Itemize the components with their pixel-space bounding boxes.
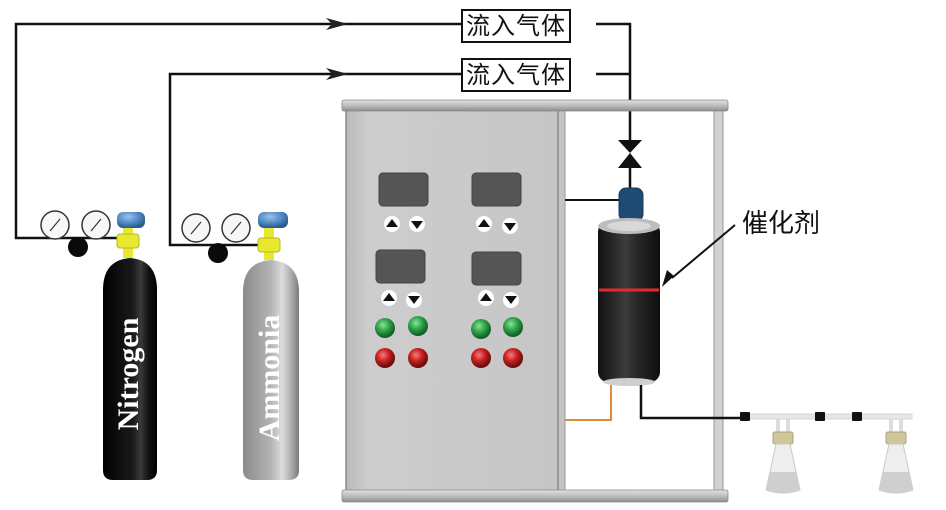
heater-wire [565,385,612,421]
ammonia-cylinder-label: Ammonia [253,314,286,442]
valve-handwheel-icon[interactable] [258,212,288,228]
equipment-cabinet [341,99,729,503]
regulator-fitting [257,237,281,253]
controller-left-bottom [375,249,426,308]
digital-display [471,251,522,286]
pressure-gauge-icon [81,210,111,240]
digital-display [375,249,426,284]
flow-arrow-icon [326,68,348,80]
down-arrow-button-icon[interactable] [504,223,516,231]
down-arrow-button-icon[interactable] [411,221,423,229]
catalyst-pointer-line [671,224,736,279]
up-arrow-button-icon[interactable] [478,219,490,227]
red-indicator-light[interactable] [503,348,523,368]
ammonia-cylinder [181,212,299,480]
digital-display [378,172,429,207]
tube-connector [852,412,862,421]
catalyst-reactor-tube [598,218,660,386]
pressure-gauge-icon [181,213,211,243]
digital-display [471,172,522,207]
absorption-flask [878,418,914,494]
down-arrow-button-icon[interactable] [408,296,420,304]
nitrogen-cylinder [40,210,157,480]
reactor-inlet-cap [618,187,644,222]
inflow-gas-label: 流入气体 [461,9,571,43]
valve-handwheel-icon[interactable] [117,212,145,228]
gas-wash-train [740,412,914,494]
tube-connector [815,412,825,421]
catalyst-label: 催化剂 [742,209,821,239]
catalyst-pointer-arrow-icon [662,270,674,287]
up-arrow-button-icon[interactable] [386,219,398,227]
nitrogen-cylinder-label: Nitrogen [112,317,145,431]
regulator-valve[interactable] [68,237,88,257]
controller-right-bottom [471,251,522,308]
indicator-lights [375,316,523,368]
inflow-gas-label: 流入气体 [461,58,571,92]
down-arrow-button-icon[interactable] [505,296,517,304]
green-indicator-light[interactable] [503,317,523,337]
up-arrow-button-icon[interactable] [383,293,395,301]
green-indicator-light[interactable] [375,318,395,338]
tube-connector [740,412,750,421]
flow-arrow-icon [326,18,348,30]
green-indicator-light[interactable] [471,319,491,339]
up-arrow-button-icon[interactable] [480,293,492,301]
pressure-gauge-icon [40,210,70,240]
pressure-gauge-icon [221,213,251,243]
controller-left-top [378,172,429,232]
red-indicator-light[interactable] [408,348,428,368]
shutoff-valve-icon [618,140,642,190]
controller-right-top [471,172,522,234]
red-indicator-light[interactable] [471,348,491,368]
regulator-fitting [116,233,140,249]
reactor-outlet-pipe [639,385,740,420]
regulator-valve[interactable] [208,243,228,263]
absorption-flask [765,418,801,494]
control-panel [345,107,559,499]
red-indicator-light[interactable] [375,348,395,368]
green-indicator-light[interactable] [408,316,428,336]
